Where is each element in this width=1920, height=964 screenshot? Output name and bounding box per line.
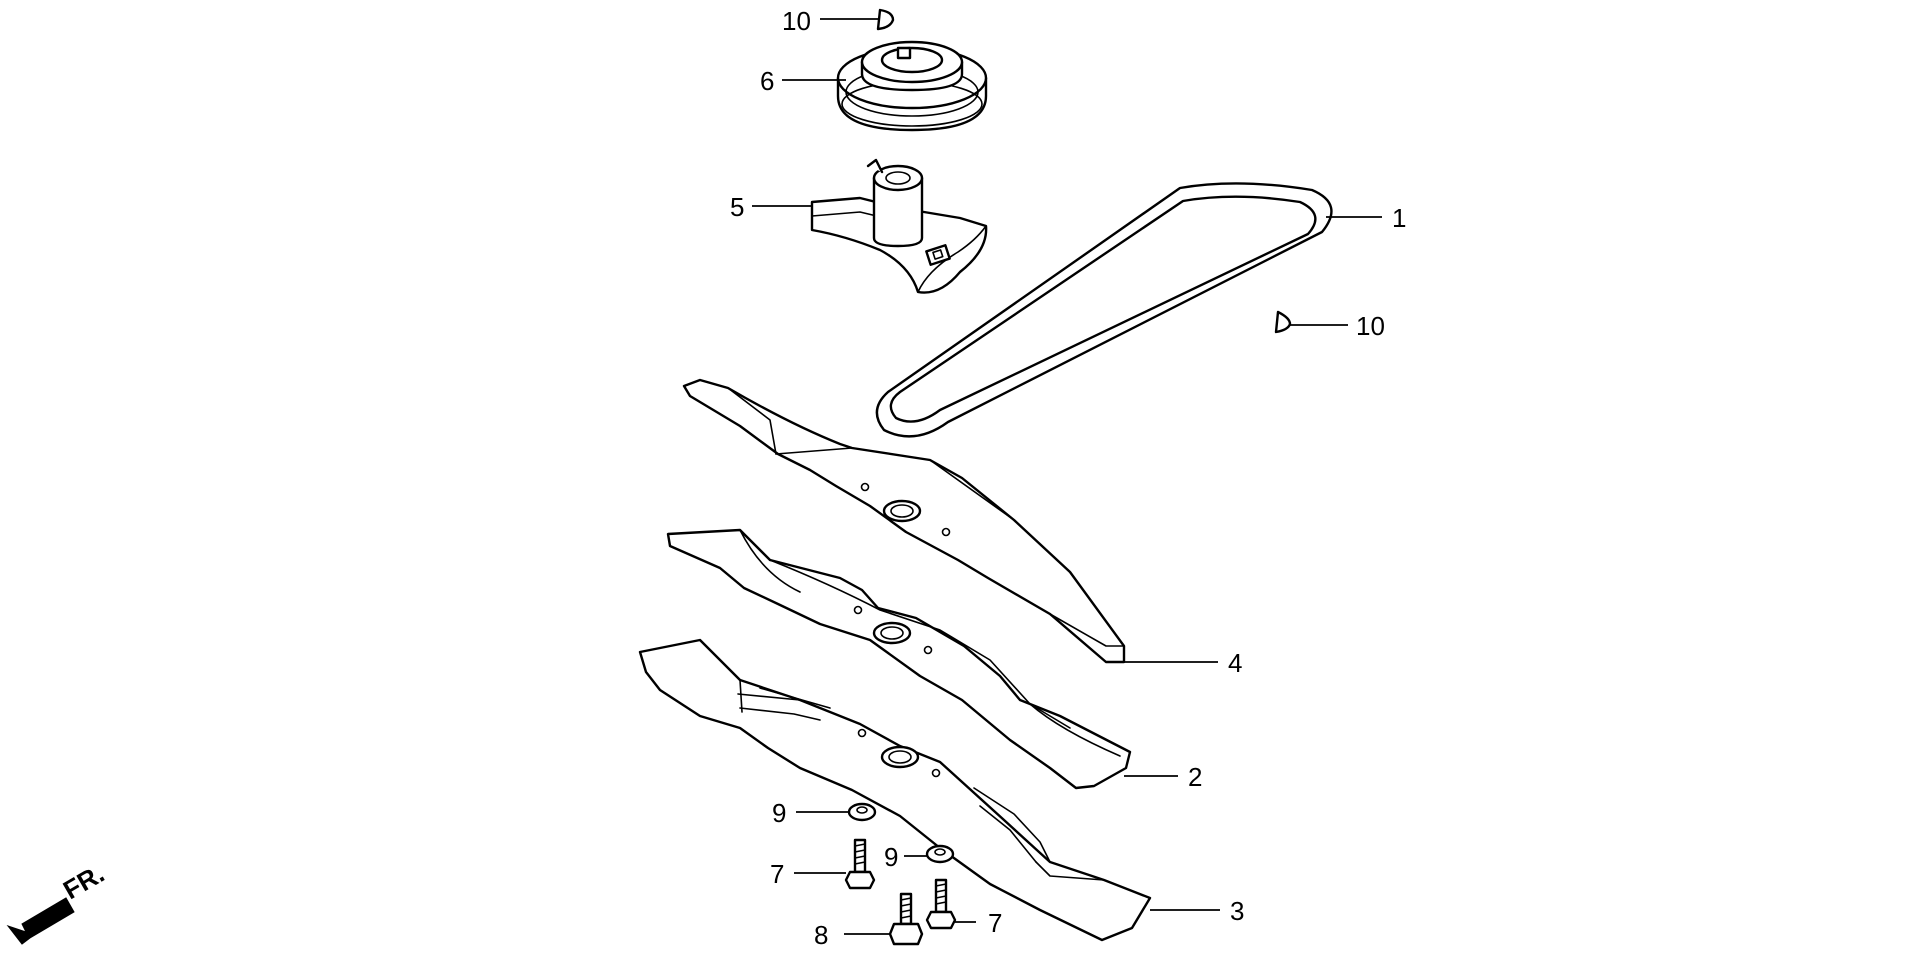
bolt-c	[888, 892, 924, 946]
pulley	[836, 40, 988, 132]
woodruff-key-top	[876, 8, 895, 31]
callout-7-b: 7	[988, 908, 1002, 938]
blade-bottom	[638, 638, 1152, 942]
callout-8: 8	[814, 920, 828, 950]
front-direction-arrow-icon	[6, 897, 75, 945]
callout-5: 5	[730, 192, 744, 222]
callout-6: 6	[760, 66, 774, 96]
callout-9-a: 9	[772, 798, 786, 828]
blade-middle	[666, 528, 1132, 790]
callout-1: 1	[1392, 203, 1406, 233]
callout-7-a: 7	[770, 859, 784, 889]
blade-holder	[810, 158, 988, 294]
lock-washer-a	[847, 802, 877, 822]
callout-3: 3	[1230, 896, 1244, 926]
bolt-b	[925, 878, 957, 930]
callout-10-top: 10	[782, 6, 811, 36]
v-belt	[875, 182, 1333, 438]
leader-lines	[752, 18, 1382, 935]
woodruff-key-right	[1274, 310, 1292, 334]
lock-washer-b	[925, 844, 955, 864]
callout-10-right: 10	[1356, 311, 1385, 341]
callout-2: 2	[1188, 762, 1202, 792]
blade-top	[682, 378, 1126, 664]
bolt-a	[844, 838, 876, 890]
callout-9-b: 9	[884, 842, 898, 872]
callout-4: 4	[1228, 648, 1242, 678]
